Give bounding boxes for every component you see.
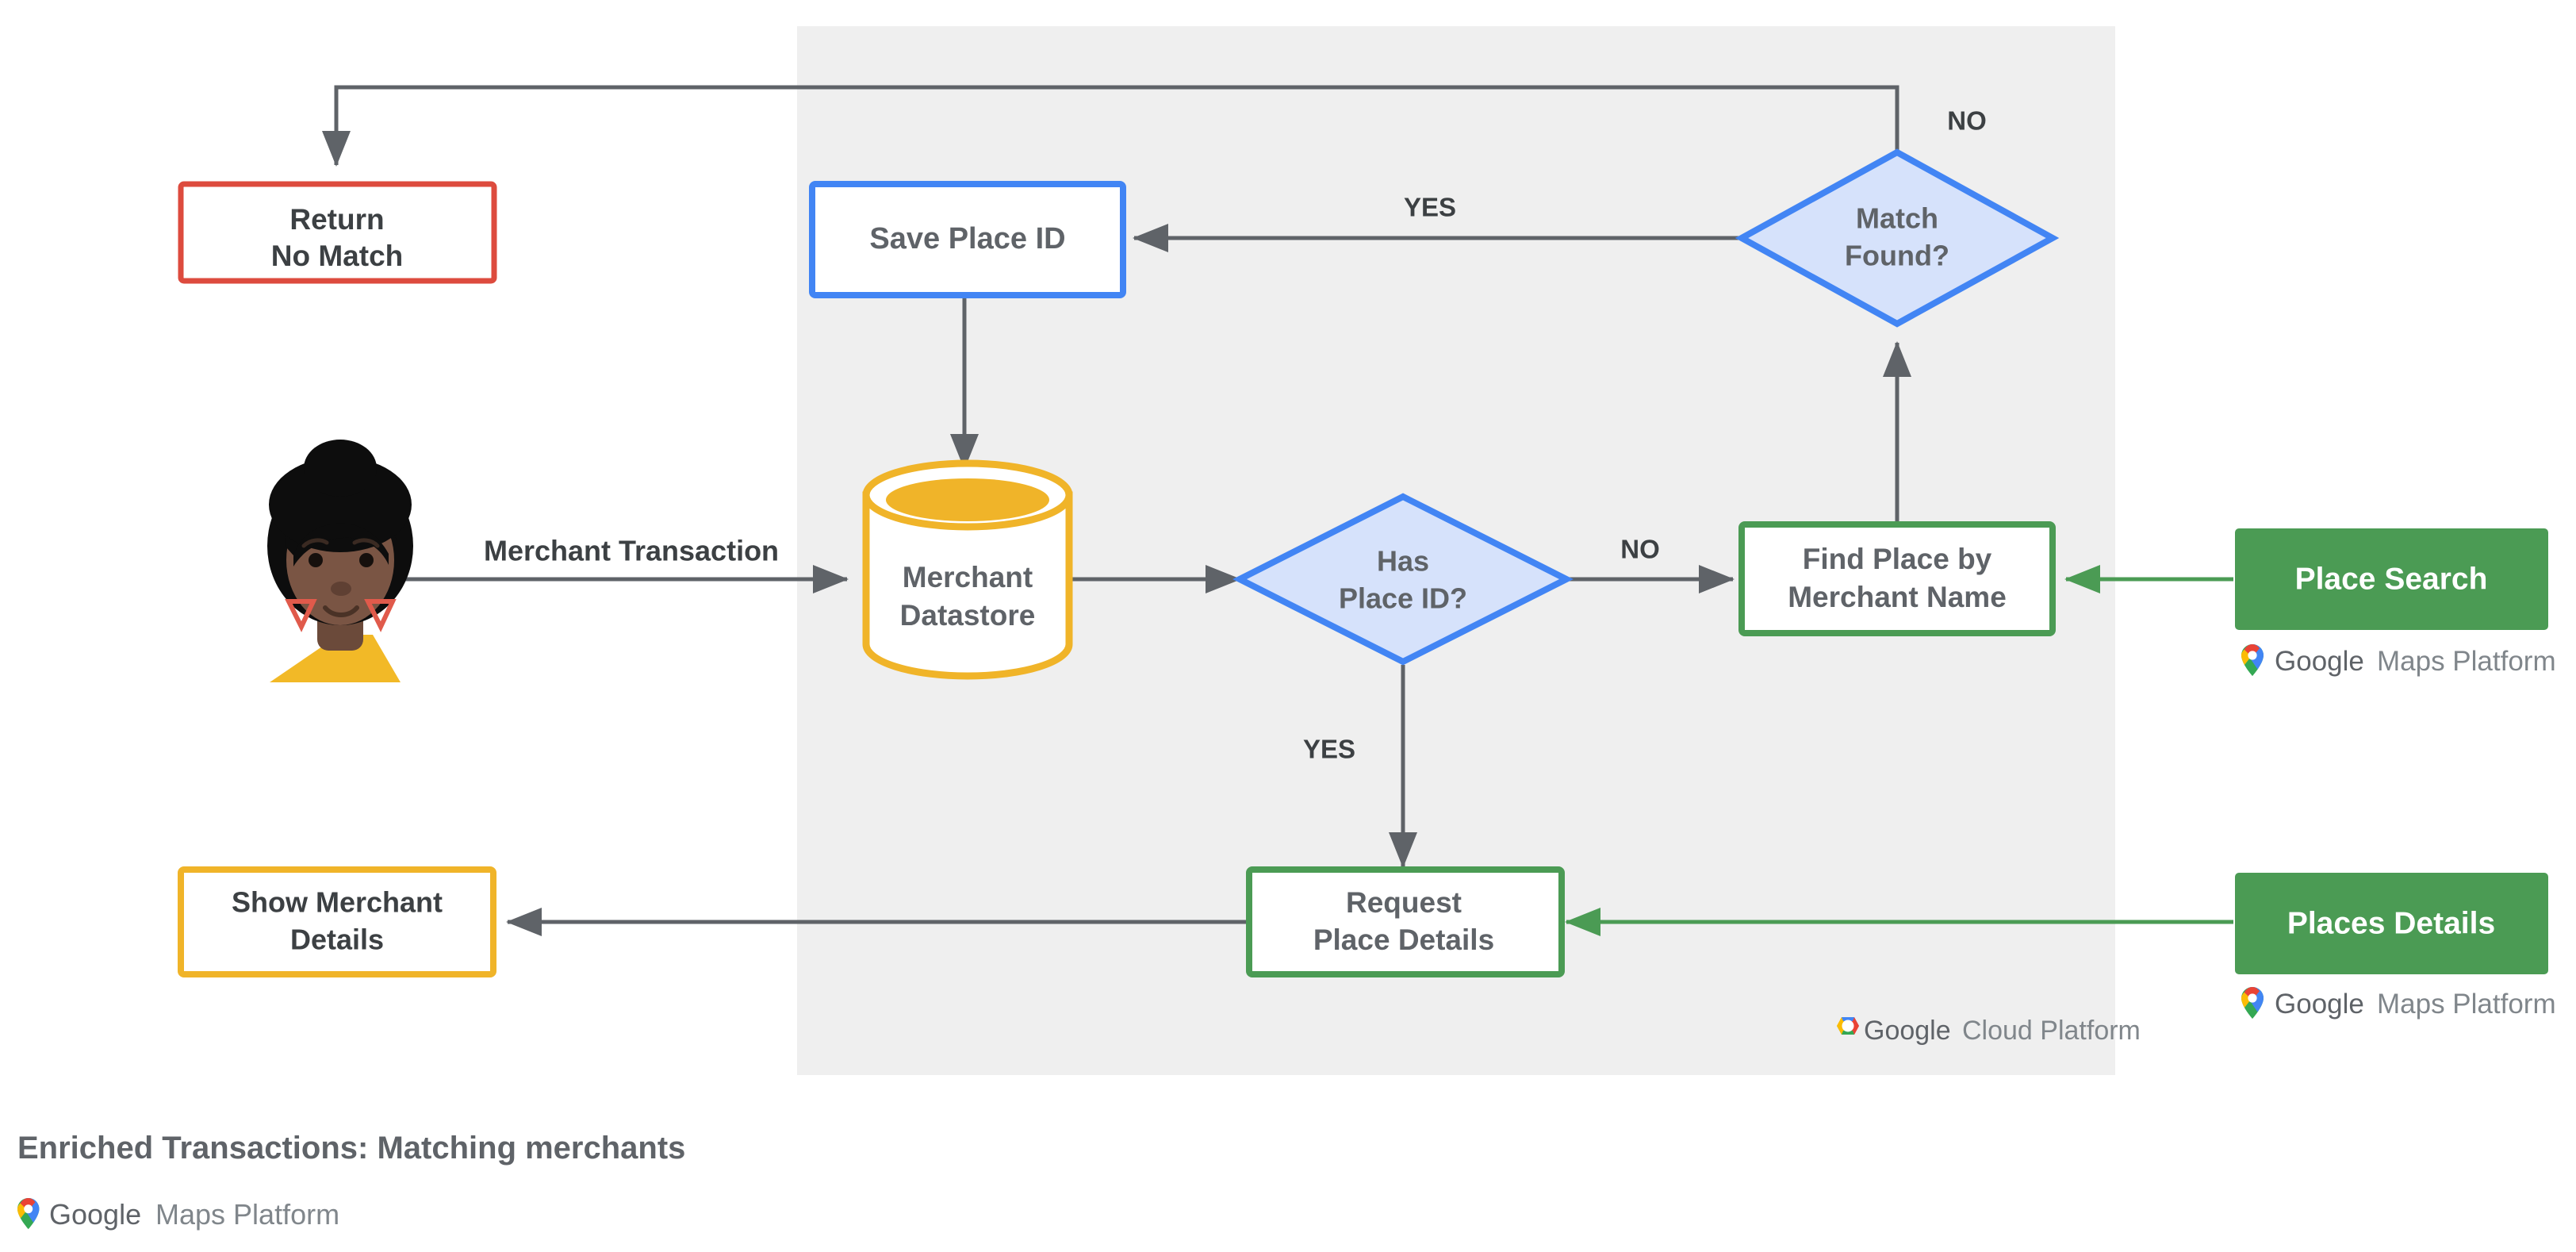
logo-google-maps-platform-caption: Google Maps Platform — [17, 1198, 339, 1231]
node-places-details-label: Places Details — [2287, 906, 2495, 940]
node-find-place-line1: Find Place by — [1803, 543, 1992, 575]
logo-text-maps-platform: Maps Platform — [2377, 989, 2556, 1020]
logo-google-maps-platform-places-details: Google Maps Platform — [2241, 987, 2556, 1020]
node-return-no-match[interactable]: Return No Match — [178, 181, 497, 284]
logo-google-maps-platform-place-search: Google Maps Platform — [2241, 644, 2556, 677]
node-show-merchant-details-box — [178, 866, 496, 977]
node-return-no-match-line1: Return — [289, 203, 384, 236]
node-has-place-id-diamond — [1232, 493, 1574, 666]
node-datastore-body — [862, 491, 1073, 680]
avatar-merchant-customer — [267, 440, 413, 682]
node-datastore-line1: Merchant — [903, 561, 1033, 593]
logo-text-google: Google — [49, 1198, 141, 1231]
node-datastore-line2: Datastore — [900, 599, 1036, 632]
node-place-search[interactable]: Place Search — [2235, 528, 2548, 630]
logo-google-cloud-platform: Google Cloud Platform — [1837, 1016, 2141, 1046]
node-request-place-details[interactable]: Request Place Details — [1246, 866, 1565, 977]
logo-text-maps-platform: Maps Platform — [2377, 646, 2556, 677]
node-save-place-id-label: Save Place ID — [869, 222, 1065, 255]
node-save-place-id[interactable]: Save Place ID — [809, 181, 1126, 298]
node-find-place-box — [1738, 521, 2056, 636]
node-match-found-line2: Found? — [1845, 240, 1949, 272]
node-has-place-id-line2: Place ID? — [1339, 582, 1467, 615]
edge-label-yes-match-found: YES — [1404, 193, 1456, 222]
node-match-found-diamond — [1735, 148, 2060, 328]
edge-label-merchant-transaction: Merchant Transaction — [484, 535, 779, 567]
node-has-place-id-line1: Has — [1377, 545, 1429, 578]
node-has-place-id[interactable]: Has Place ID? — [1232, 493, 1574, 666]
node-return-no-match-line2: No Match — [271, 240, 404, 272]
logo-text-google: Google — [2275, 646, 2364, 677]
node-request-place-details-line2: Place Details — [1313, 924, 1494, 956]
node-save-place-id-box — [809, 181, 1126, 298]
node-places-details-box — [2235, 873, 2548, 974]
node-show-merchant-details-line1: Show Merchant — [232, 886, 443, 919]
node-return-no-match-box — [178, 181, 497, 284]
logo-text-cloud-platform: Cloud Platform — [1962, 1016, 2141, 1046]
node-find-place-by-merchant-name[interactable]: Find Place by Merchant Name — [1738, 521, 2056, 636]
node-datastore-top-fill — [886, 478, 1049, 521]
logo-text-maps-platform: Maps Platform — [155, 1198, 339, 1231]
node-merchant-datastore[interactable]: Merchant Datastore — [862, 459, 1073, 680]
logo-text-google: Google — [1864, 1016, 1951, 1046]
edge-no-match-found — [322, 85, 1899, 167]
node-show-merchant-details-line2: Details — [290, 924, 384, 956]
node-match-found[interactable]: Match Found? — [1735, 148, 2060, 328]
logo-text-google: Google — [2275, 989, 2364, 1020]
node-find-place-line2: Merchant Name — [1788, 581, 2007, 613]
node-place-search-box — [2235, 528, 2548, 630]
node-place-search-label: Place Search — [2295, 562, 2488, 596]
node-request-place-details-line1: Request — [1346, 886, 1462, 919]
node-show-merchant-details[interactable]: Show Merchant Details — [178, 866, 496, 977]
node-request-place-details-box — [1246, 866, 1565, 977]
edge-label-no-has-place-id: NO — [1620, 535, 1660, 564]
edge-label-yes-has-place-id: YES — [1303, 735, 1355, 764]
edge-label-no-match-found: NO — [1947, 106, 1987, 136]
node-places-details[interactable]: Places Details — [2235, 873, 2548, 974]
node-match-found-line1: Match — [1856, 202, 1938, 235]
diagram-caption: Enriched Transactions: Matching merchant… — [17, 1131, 685, 1166]
